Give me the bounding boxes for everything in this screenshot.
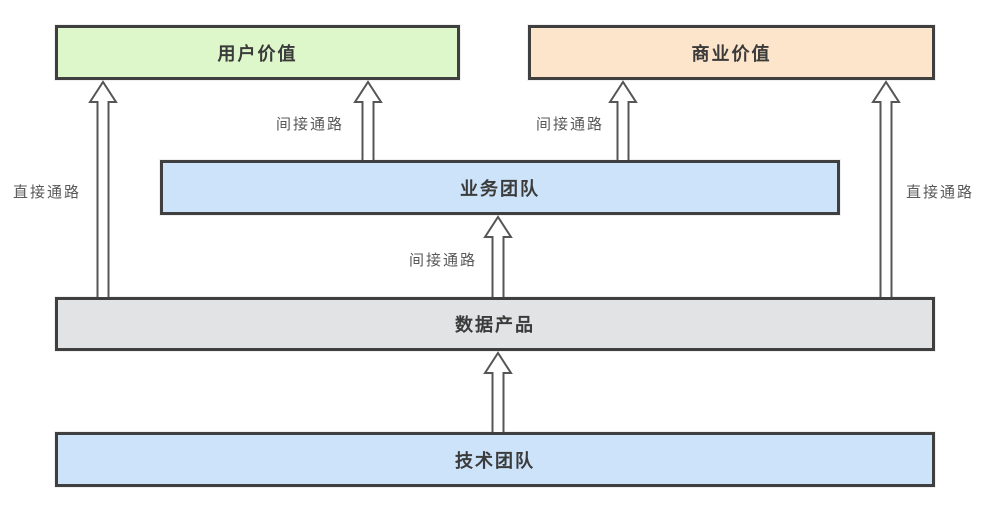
node-business-value: 商业价值 [528,25,935,80]
edge-label-indirect-middle: 间接通路 [409,252,478,269]
arrow-tech-team-to-data-product-icon [483,351,513,432]
node-business-value-label: 商业价值 [691,43,772,64]
node-business-team: 业务团队 [160,160,840,215]
node-tech-team-label: 技术团队 [455,450,535,471]
arrow-business-team-to-business-value-icon [608,80,638,160]
arrow-business-team-to-user-value-icon [353,80,383,160]
node-tech-team: 技术团队 [55,432,935,487]
node-data-product: 数据产品 [55,297,935,351]
arrow-data-product-to-user-value-icon [88,80,118,297]
arrow-data-product-to-business-value-icon [871,80,901,297]
edge-label-direct-left: 直接通路 [13,184,82,201]
arrow-data-product-to-business-team-icon [483,215,513,297]
edge-label-indirect-top-right: 间接通路 [536,116,605,133]
node-data-product-label: 数据产品 [455,315,535,335]
node-user-value-label: 用户价值 [217,43,298,64]
node-business-team-label: 业务团队 [460,178,540,199]
edge-label-indirect-top-left: 间接通路 [276,116,345,133]
node-user-value: 用户价值 [55,25,460,80]
edge-label-direct-right: 直接通路 [906,184,975,201]
